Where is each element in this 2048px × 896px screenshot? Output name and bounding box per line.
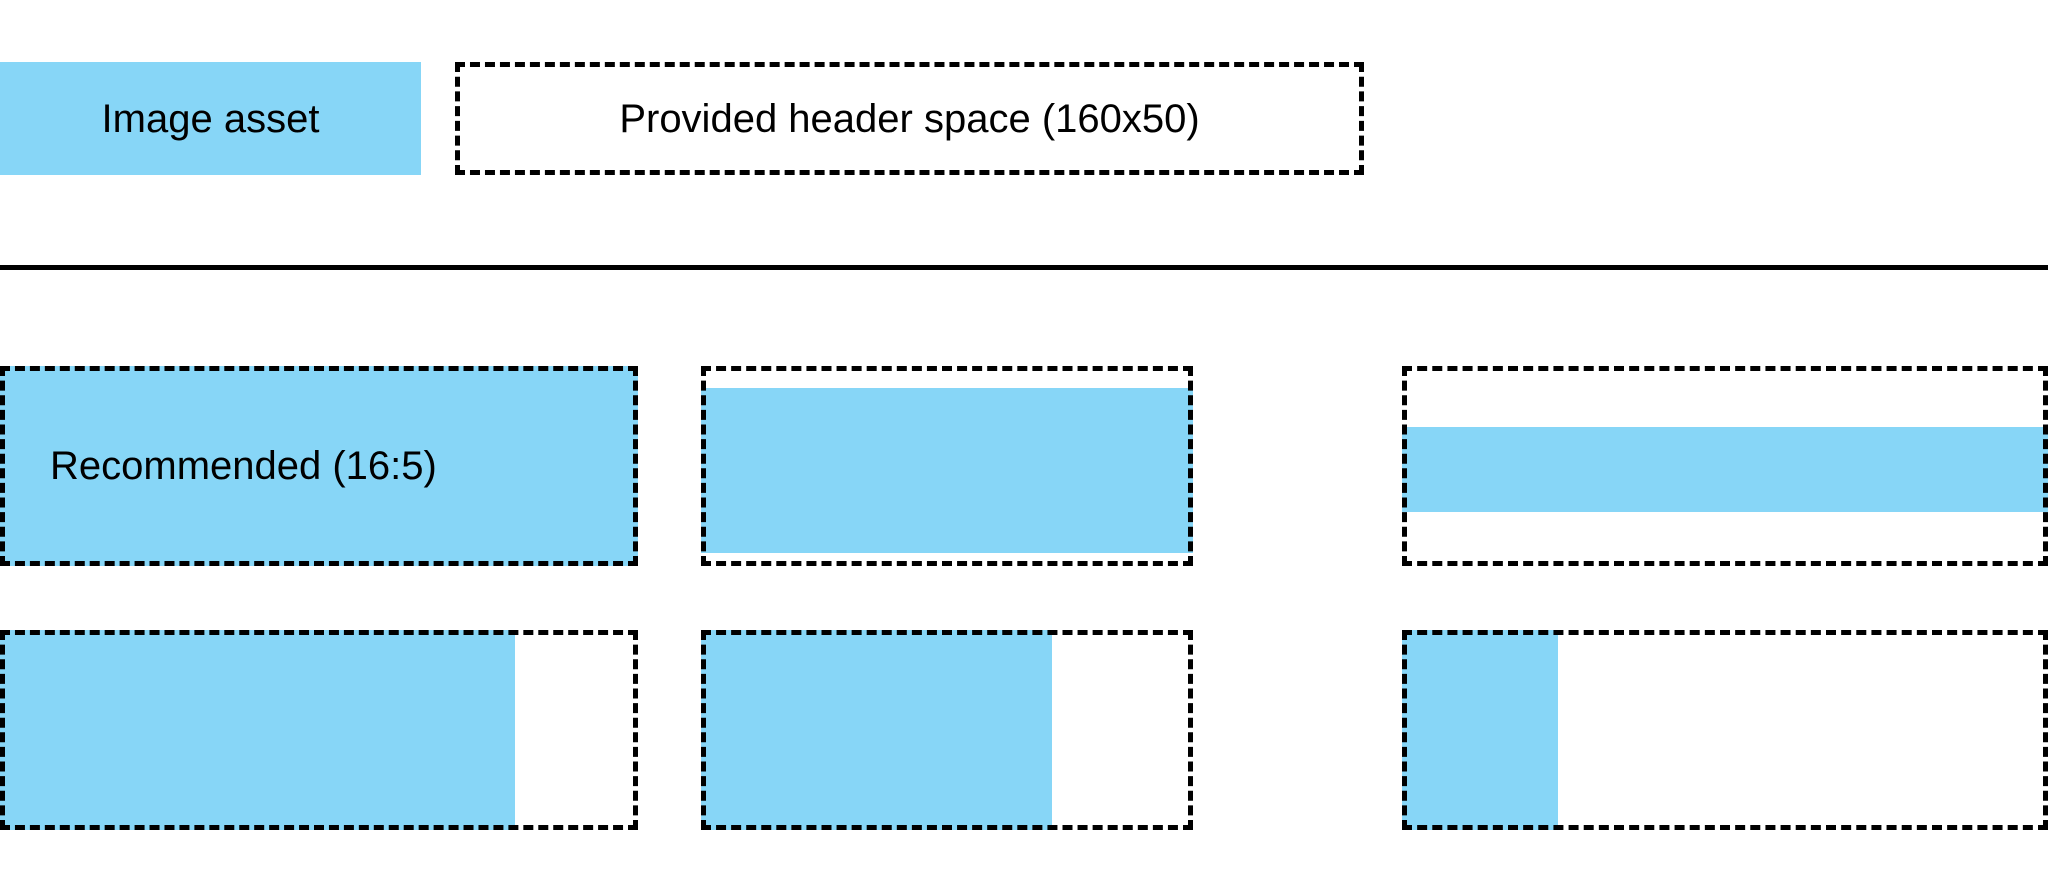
ratio-cell-caption: Recommended (16:5)	[50, 444, 437, 488]
provided-header-space-box	[455, 62, 1364, 175]
ratio-fill-left-portion-large	[0, 630, 515, 830]
ratio-frame	[0, 366, 638, 566]
section-divider	[0, 265, 2048, 270]
ratio-cell-caption	[701, 630, 1193, 830]
image-asset-swatch-label: Image asset	[101, 96, 320, 141]
ratio-fill-horizontal-band-large	[701, 388, 1193, 553]
ratio-cell-band-small	[1402, 366, 2048, 566]
ratio-frame	[701, 630, 1193, 830]
ratio-cell-recommended: Recommended (16:5)	[0, 366, 638, 566]
ratio-cell-caption	[1402, 366, 2048, 566]
ratio-frame	[1402, 366, 2048, 566]
image-asset-swatch	[0, 62, 421, 175]
ratio-cell-caption	[1402, 630, 2048, 830]
ratio-fill-left-portion-small	[1402, 630, 1558, 830]
ratio-cell-portion-large	[0, 630, 638, 830]
ratio-cell-caption	[701, 366, 1193, 566]
ratio-cell-portion-medium	[701, 630, 1193, 830]
ratio-cell-caption	[0, 630, 638, 830]
ratio-fill-left-portion-medium	[701, 630, 1052, 830]
ratio-frame	[1402, 630, 2048, 830]
ratio-frame	[0, 630, 638, 830]
ratio-cell-band-large	[701, 366, 1193, 566]
ratio-fill-full	[0, 366, 638, 566]
provided-header-space-label: Provided header space (160x50)	[619, 96, 1200, 141]
ratio-frame	[701, 366, 1193, 566]
ratio-fill-horizontal-band-small	[1402, 427, 2048, 512]
ratio-cell-portion-small	[1402, 630, 2048, 830]
